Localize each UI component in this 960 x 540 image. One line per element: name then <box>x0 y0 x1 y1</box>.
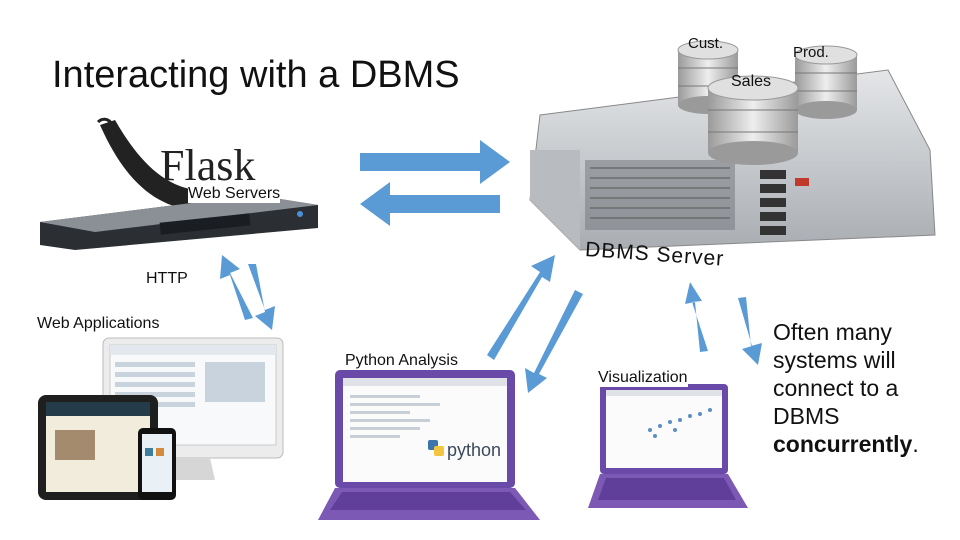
arrow-down-python-icon <box>525 290 583 393</box>
label-web-applications: Web Applications <box>37 315 160 333</box>
arrow-down-viz-icon <box>738 297 762 365</box>
tablet-icon <box>38 395 158 500</box>
db-label-prod: Prod. <box>793 44 829 61</box>
laptop-icon-python <box>318 370 540 520</box>
laptop-icon-visualization <box>588 384 748 508</box>
arrow-up-python-icon <box>487 255 555 360</box>
db-label-sales: Sales <box>731 73 772 90</box>
arrow-right-icon <box>360 140 510 184</box>
label-web-servers: Web Servers <box>188 185 281 203</box>
label-visualization: Visualization <box>598 369 688 387</box>
arrow-left-icon <box>360 182 500 226</box>
web-rack-server-icon <box>40 195 318 250</box>
python-logo-icon <box>428 440 444 456</box>
label-http: HTTP <box>146 270 188 288</box>
arrow-up-viz-icon <box>685 282 708 352</box>
note-text: Often many systems will connect to a DBM… <box>773 319 919 457</box>
database-icon-sales <box>707 75 799 165</box>
arrow-up-http-icon <box>220 255 253 320</box>
flask-horn-icon <box>96 117 200 210</box>
label-python-analysis: Python Analysis <box>345 352 458 370</box>
db-label-cust: Cust. <box>688 35 724 52</box>
arrow-down-http-icon <box>248 264 275 330</box>
page-title: Interacting with a DBMS <box>52 54 460 96</box>
python-logo-text: python <box>447 440 501 460</box>
phone-icon <box>138 428 176 500</box>
database-icon-prod <box>794 45 858 119</box>
flask-logo-text: Flask <box>160 141 255 190</box>
